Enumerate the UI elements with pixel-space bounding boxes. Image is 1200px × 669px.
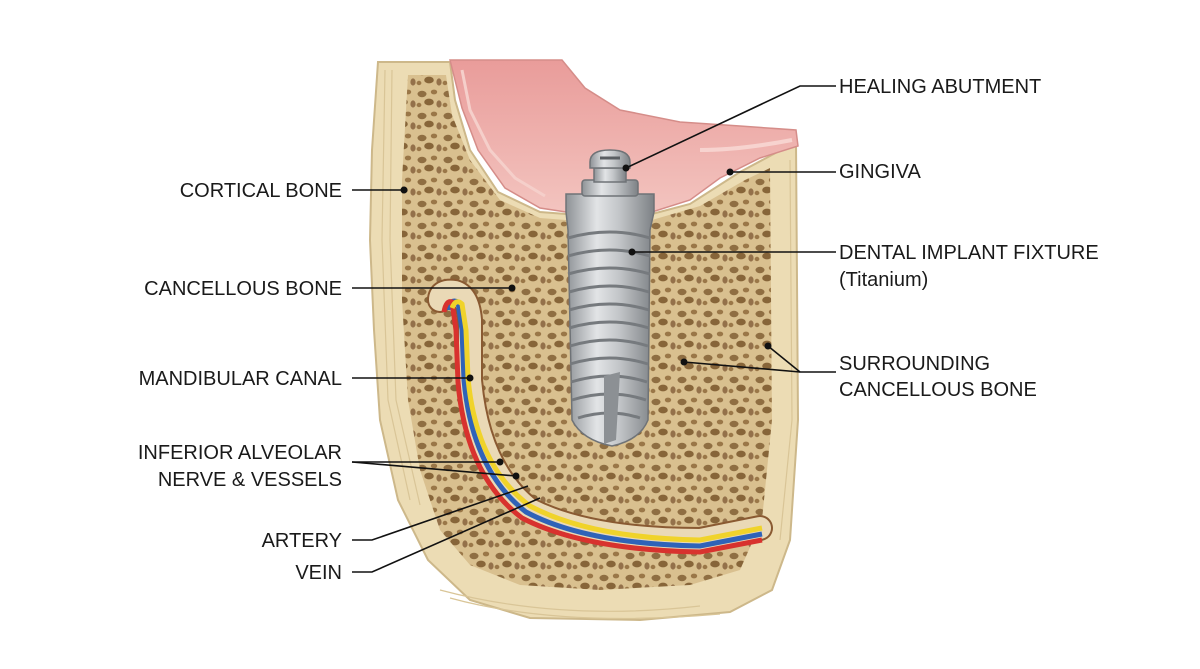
label-surrounding-line1: SURROUNDING	[839, 353, 990, 375]
label-implant-material: (Titanium)	[839, 269, 928, 291]
gingiva-tissue	[449, 59, 799, 213]
labels: HEALING ABUTMENT GINGIVA DENTAL IMPLANT …	[138, 76, 1099, 584]
inferior-alveolar-nerve-and-vessels	[441, 298, 763, 555]
nerve-bundle	[449, 299, 763, 543]
label-vein: VEIN	[295, 562, 342, 584]
label-dental-implant-fixture: DENTAL IMPLANT FIXTURE	[839, 242, 1099, 264]
healing-abutment	[581, 149, 639, 197]
label-cancellous-bone: CANCELLOUS BONE	[144, 278, 342, 300]
dental-implant-fixture	[565, 193, 655, 447]
artery-vessel	[441, 299, 763, 555]
label-healing-abutment: HEALING ABUTMENT	[839, 76, 1041, 98]
label-gingiva: GINGIVA	[839, 161, 922, 183]
leader-lines	[351, 85, 836, 573]
label-cortical-bone: CORTICAL BONE	[180, 180, 342, 202]
label-inferior-alveolar-line1: INFERIOR ALVEOLAR	[138, 442, 342, 464]
label-inferior-alveolar-line2: NERVE & VESSELS	[158, 469, 342, 491]
label-surrounding-line2: CANCELLOUS BONE	[839, 379, 1037, 401]
label-artery: ARTERY	[262, 530, 342, 552]
label-mandibular-canal: MANDIBULAR CANAL	[139, 368, 342, 390]
